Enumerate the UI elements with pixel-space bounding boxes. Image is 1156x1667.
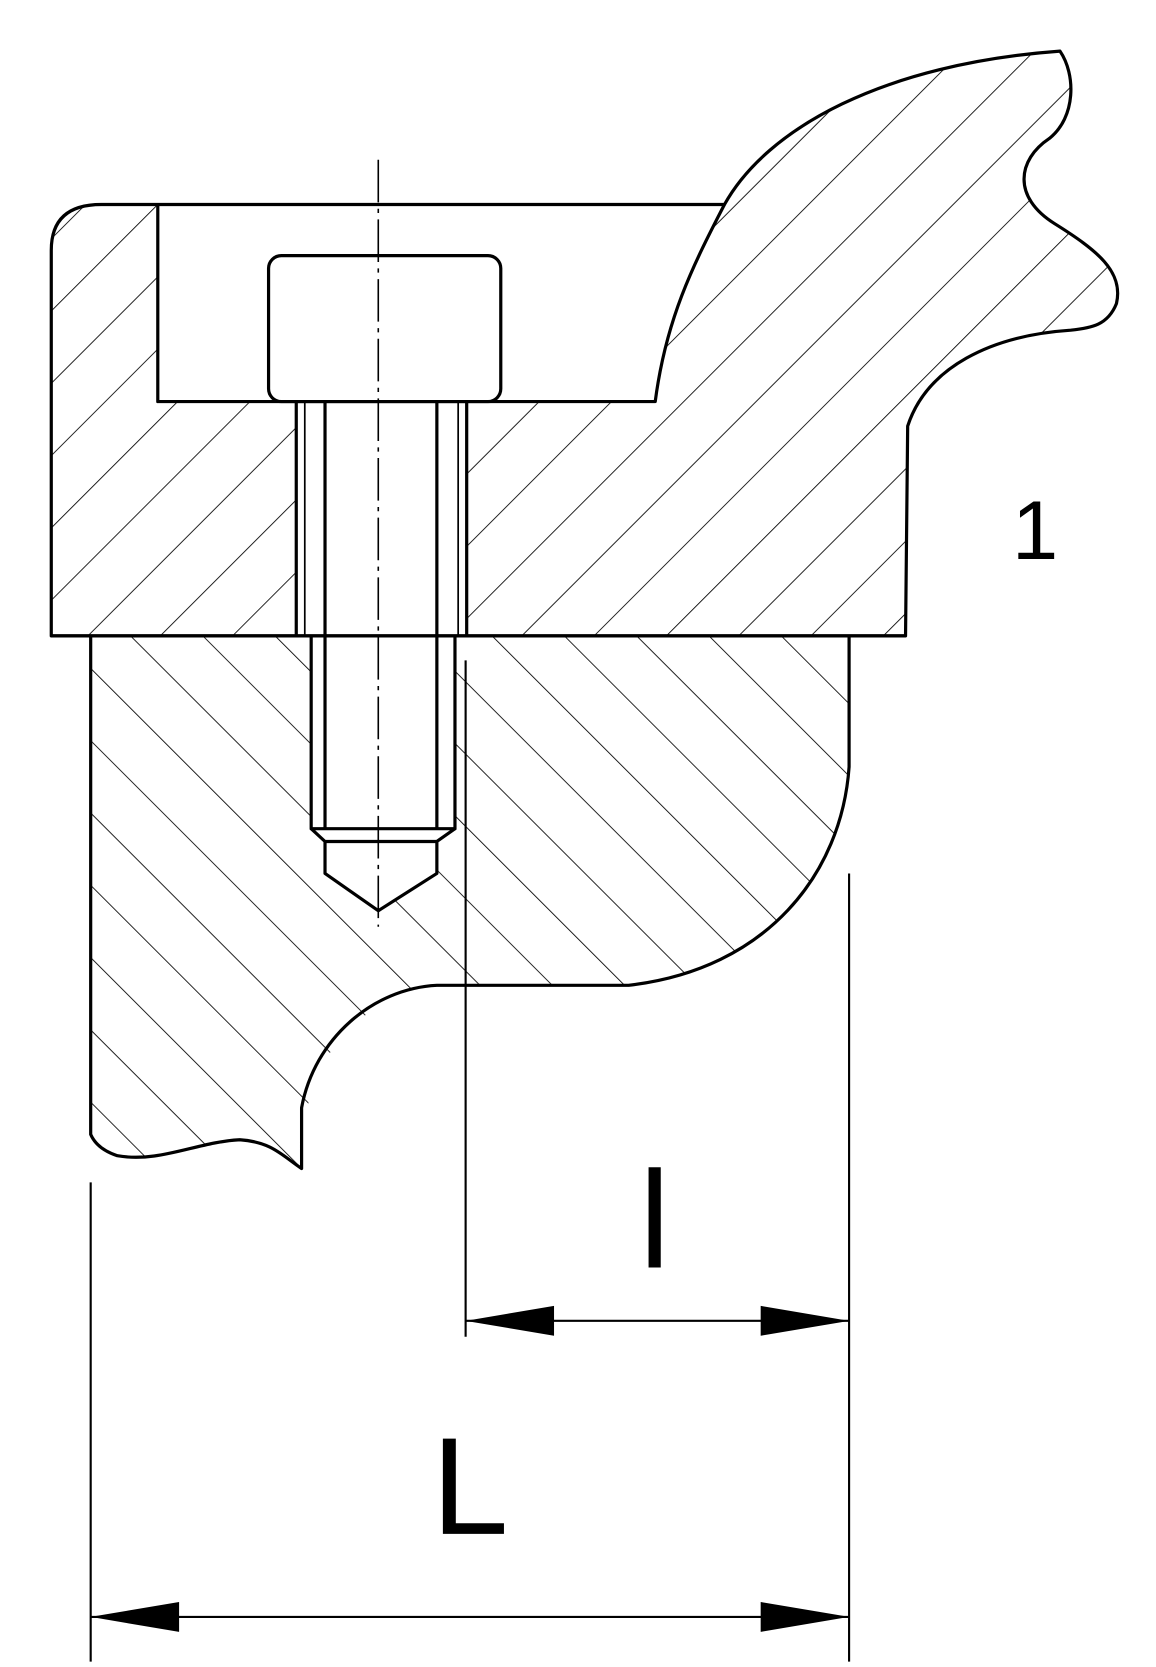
counterbore-outline bbox=[156, 203, 726, 404]
short-length-label: l bbox=[639, 1144, 670, 1298]
tapped-hole bbox=[309, 635, 457, 913]
lower-part-outline bbox=[89, 635, 851, 1171]
arrowhead-left bbox=[90, 1602, 180, 1632]
clearance-hole bbox=[294, 401, 469, 636]
screw-shank bbox=[323, 401, 439, 829]
upper-part-outline bbox=[49, 49, 1120, 638]
dimension-total-length bbox=[90, 1602, 850, 1632]
arrowhead-right bbox=[760, 1602, 850, 1632]
screw-head bbox=[266, 254, 503, 404]
total-length-label: L bbox=[432, 1410, 509, 1564]
arrowhead-right bbox=[760, 1305, 850, 1336]
arrowhead-left bbox=[465, 1305, 555, 1336]
extension-lines bbox=[89, 660, 851, 1662]
upper-part-section bbox=[51, 51, 1118, 636]
part-number-label: 1 bbox=[1012, 484, 1058, 577]
dimension-short-length bbox=[465, 1305, 850, 1336]
lower-part-section bbox=[90, 635, 850, 1169]
clearance-hole-inner bbox=[303, 401, 460, 636]
